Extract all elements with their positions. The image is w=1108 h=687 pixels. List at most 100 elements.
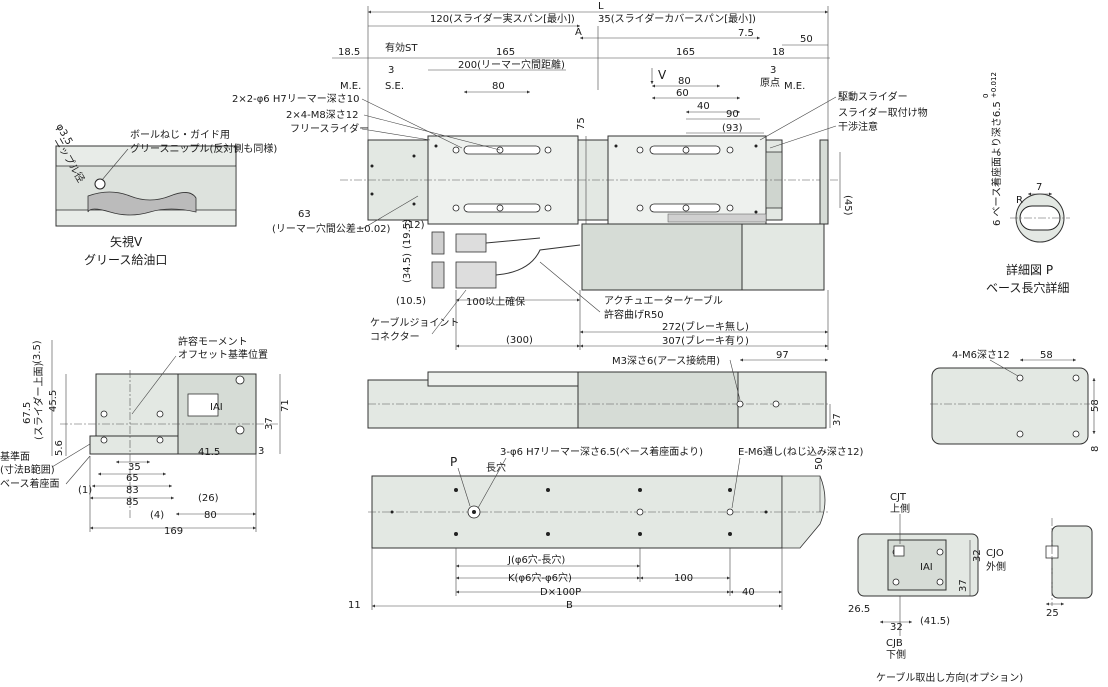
grease-nipple-icon bbox=[94, 178, 106, 190]
slider-top-label: (スライダー上面) bbox=[32, 362, 45, 440]
cable-option-side bbox=[1051, 525, 1093, 599]
dim-effective-st: 有効ST bbox=[385, 41, 418, 54]
dim-71: 71 bbox=[280, 399, 291, 412]
cjb-label-2: 下側 bbox=[886, 648, 906, 661]
m3-label: M3深さ6(アース接続用) bbox=[612, 354, 720, 367]
detail-p-caption-1: 詳細図 P bbox=[1006, 262, 1053, 277]
dim-3-end: 3 bbox=[258, 446, 264, 457]
dim-40: 40 bbox=[697, 101, 710, 112]
se-label: S.E. bbox=[385, 81, 404, 92]
view-v: φ3.5 ニップル径 ボールねじ・ガイド用 グリースニップル(反対側も同様) 矢… bbox=[51, 122, 277, 267]
me-left-label: M.E. bbox=[340, 81, 361, 92]
dim-cover-span: 35(スライダーカバースパン[最小]) bbox=[598, 12, 756, 25]
interference-label-2: 干渉注意 bbox=[838, 120, 878, 133]
slot-label: 長穴 bbox=[486, 461, 506, 474]
j-label: J(φ6穴-長穴) bbox=[507, 553, 565, 566]
end-view-slider bbox=[95, 373, 179, 437]
dim-34-5: (34.5) bbox=[402, 253, 413, 283]
motor-body bbox=[581, 223, 743, 291]
grease-label-2: グリースニップル(反対側も同様) bbox=[130, 142, 277, 155]
view-v-caption-2: グリース給油口 bbox=[84, 253, 167, 267]
dim-63: 63 bbox=[298, 209, 311, 220]
reamer-holes-label: 2×2-φ6 H7リーマー深さ10 bbox=[232, 93, 359, 105]
cjo-label-1: CJO bbox=[986, 548, 1004, 559]
dim-L: L bbox=[598, 1, 604, 12]
dim-85: 85 bbox=[126, 497, 139, 508]
p-label: P bbox=[450, 455, 457, 469]
cable-label-2: 許容曲げR50 bbox=[604, 308, 664, 321]
dim-stroke-span: 120(スライダー実スパン[最小]) bbox=[430, 12, 575, 25]
dim-3-5: (3.5) bbox=[32, 340, 43, 364]
dim-93: (93) bbox=[722, 123, 743, 134]
side-view-motor bbox=[577, 371, 739, 429]
free-slider-label: フリースライダー bbox=[290, 122, 369, 135]
joint-label-2: コネクター bbox=[370, 331, 420, 343]
rear-view: 4-M6深さ12 58 58 8 bbox=[930, 349, 1101, 452]
dim-67-5: 67.5 bbox=[22, 402, 33, 424]
cjt-label-2: 上側 bbox=[890, 502, 910, 515]
dim-37-cable: 37 bbox=[958, 579, 969, 592]
view-v-marker: V bbox=[658, 68, 667, 82]
dim-45: (45) bbox=[842, 195, 853, 216]
tol-top: +0.012 bbox=[990, 72, 998, 98]
actuator-cable bbox=[485, 237, 581, 276]
cjb-label-1: CJB bbox=[886, 638, 903, 649]
joint-label-1: ケーブルジョイント bbox=[370, 316, 459, 329]
secure-100-label: 100以上確保 bbox=[466, 295, 525, 308]
b-label: B bbox=[566, 600, 573, 611]
base-seat-label: ベース着座面 bbox=[0, 477, 60, 490]
top-view: L 120(スライダー実スパン[最小]) A 35(スライダーカバースパン[最小… bbox=[232, 1, 928, 350]
dim-19-5: (19.5) bbox=[402, 219, 413, 249]
dim-37-side: 37 bbox=[832, 413, 843, 426]
dim-80-end: 80 bbox=[204, 510, 217, 521]
side-view: M3深さ6(アース接続用) 97 37 bbox=[367, 350, 843, 429]
ref-label-1: 基準面 bbox=[0, 450, 30, 463]
dim-25: 25 bbox=[1046, 608, 1059, 619]
dim-80-left: 80 bbox=[492, 81, 505, 92]
end-view: IAI 許容モーメント オフセット基準位置 (3.5) 67.5 (スライダー上… bbox=[0, 335, 291, 537]
cable-option-logo: IAI bbox=[920, 562, 933, 573]
cable-option-caption: ケーブル取出し方向(オプション) bbox=[876, 671, 1023, 684]
tolerance-label: (リーマー穴間公差±0.02) bbox=[272, 222, 391, 235]
depth-note: 6 ベース着座面より深さ6.5 bbox=[990, 101, 1003, 226]
dim-18-5: 18.5 bbox=[338, 47, 360, 58]
dim-60: 60 bbox=[676, 88, 689, 99]
moment-label-1: 許容モーメント bbox=[178, 335, 248, 348]
detail-p: 7 R 6 ベース着座面より深さ6.5 +0.012 0 詳細図 P ベース長穴… bbox=[982, 72, 1070, 295]
grease-label-1: ボールねじ・ガイド用 bbox=[130, 129, 230, 141]
dim-5-6: 5.6 bbox=[54, 440, 65, 456]
ref-label-2: (寸法B範囲) bbox=[0, 463, 55, 476]
drive-slider-label: 駆動スライダー bbox=[838, 90, 908, 103]
m8-holes-label: 2×4-M8深さ12 bbox=[286, 109, 358, 121]
origin-label: 原点 bbox=[760, 77, 780, 89]
dim-45-5: 45.5 bbox=[48, 390, 59, 412]
reamer-span-label: 200(リーマー穴間距離) bbox=[458, 58, 565, 71]
dim-7-5: 7.5 bbox=[738, 28, 754, 39]
cjt-label-1: CJT bbox=[890, 492, 907, 503]
dim-165-left: 165 bbox=[496, 47, 515, 58]
dim-41-5: 41.5 bbox=[198, 447, 220, 458]
dim-50-bottom: 50 bbox=[814, 457, 825, 470]
r-label: R bbox=[1016, 195, 1023, 206]
dim-18: 18 bbox=[772, 47, 785, 58]
dim-75: 75 bbox=[576, 117, 587, 130]
dim-A: A bbox=[575, 27, 582, 38]
k-label: K(φ6穴-φ6穴) bbox=[508, 571, 572, 584]
side-view-brake bbox=[737, 371, 827, 429]
bottom-reamer-label: 3-φ6 H7リーマー深さ6.5(ベース着座面より) bbox=[500, 445, 703, 458]
cable-option: IAI CJT 上側 CJO 外側 CJB 下側 32 37 26.5 32 (… bbox=[848, 492, 1093, 684]
connector-a bbox=[431, 231, 445, 255]
dim-300: (300) bbox=[506, 335, 533, 346]
dim-26-5: 26.5 bbox=[848, 604, 870, 615]
dim-97: 97 bbox=[776, 350, 789, 361]
dim-1: (1) bbox=[78, 485, 92, 496]
dim-80-right: 80 bbox=[678, 76, 691, 87]
detail-p-caption-2: ベース長穴詳細 bbox=[986, 280, 1069, 295]
dim-32-bottom: 32 bbox=[890, 622, 903, 633]
dim-165-right: 165 bbox=[676, 47, 695, 58]
dp-label: D×100P bbox=[540, 587, 581, 598]
rear-view-body bbox=[931, 367, 1089, 445]
dim-83: 83 bbox=[126, 485, 139, 496]
moment-label-2: オフセット基準位置 bbox=[178, 348, 268, 361]
